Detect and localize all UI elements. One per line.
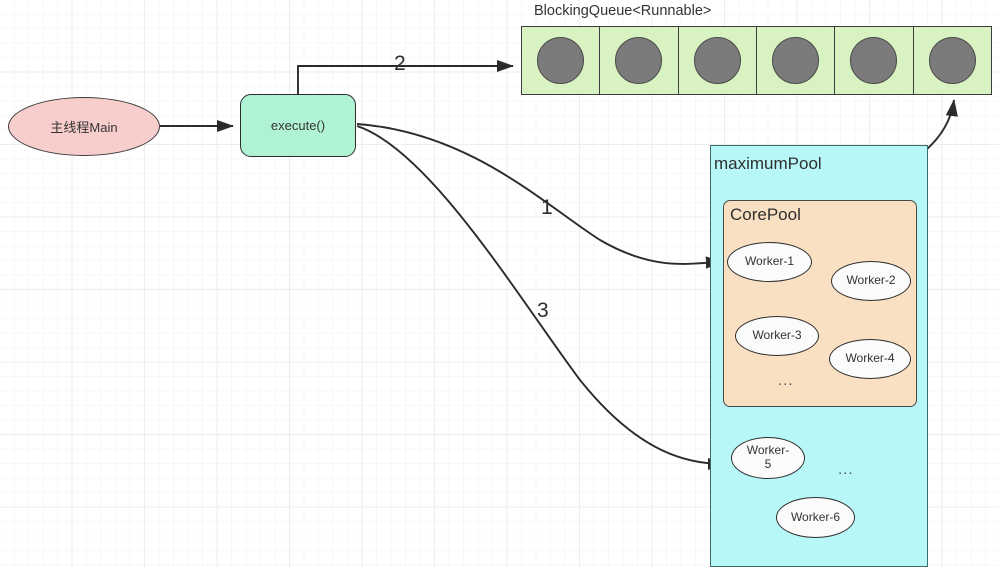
worker-label: Worker-6 xyxy=(790,509,841,524)
queue-slot-1[interactable] xyxy=(522,27,601,94)
worker-6[interactable]: Worker-6 xyxy=(776,497,855,538)
queue-slot-4[interactable] xyxy=(756,27,836,94)
task-icon xyxy=(928,37,976,84)
step-label-2: 2 xyxy=(394,52,406,75)
worker-label: Worker-3 xyxy=(752,328,802,343)
queue-slot-2[interactable] xyxy=(600,27,679,94)
worker-4[interactable]: Worker-4 xyxy=(829,339,911,379)
worker-2[interactable]: Worker-2 xyxy=(831,261,911,301)
blocking-queue[interactable] xyxy=(521,26,992,95)
task-icon xyxy=(850,37,898,84)
step-label-1: 1 xyxy=(541,196,553,219)
main-thread-label: 主线程Main xyxy=(50,120,118,135)
queue-slot-5[interactable] xyxy=(835,27,914,94)
edge-execute-to-maximumpool xyxy=(356,125,725,471)
worker-5[interactable]: Worker- 5 xyxy=(731,437,805,479)
queue-title: BlockingQueue<Runnable> xyxy=(534,3,712,19)
worker-label: Worker-4 xyxy=(845,351,895,366)
worker-label: Worker-2 xyxy=(846,273,896,288)
main-thread-node[interactable]: 主线程Main xyxy=(8,97,160,156)
execute-node[interactable]: execute() xyxy=(240,94,356,157)
step-label-3: 3 xyxy=(537,299,549,322)
worker-label: Worker- 5 xyxy=(746,443,790,471)
queue-slot-6[interactable] xyxy=(913,27,991,94)
maximum-pool-label: maximumPool xyxy=(714,154,822,173)
task-icon xyxy=(772,37,820,84)
task-icon xyxy=(615,37,663,84)
task-icon xyxy=(693,37,741,84)
task-icon xyxy=(537,37,585,84)
queue-slot-3[interactable] xyxy=(678,27,757,94)
worker-1[interactable]: Worker-1 xyxy=(727,242,812,282)
worker-label: Worker-1 xyxy=(744,254,795,269)
execute-label: execute() xyxy=(270,118,326,133)
edge-execute-to-corepool xyxy=(356,123,723,269)
worker-3[interactable]: Worker-3 xyxy=(735,316,819,356)
core-pool-ellipsis: ... xyxy=(778,372,794,389)
maximum-pool-ellipsis: ... xyxy=(838,461,854,478)
core-pool-label: CorePool xyxy=(730,205,801,224)
